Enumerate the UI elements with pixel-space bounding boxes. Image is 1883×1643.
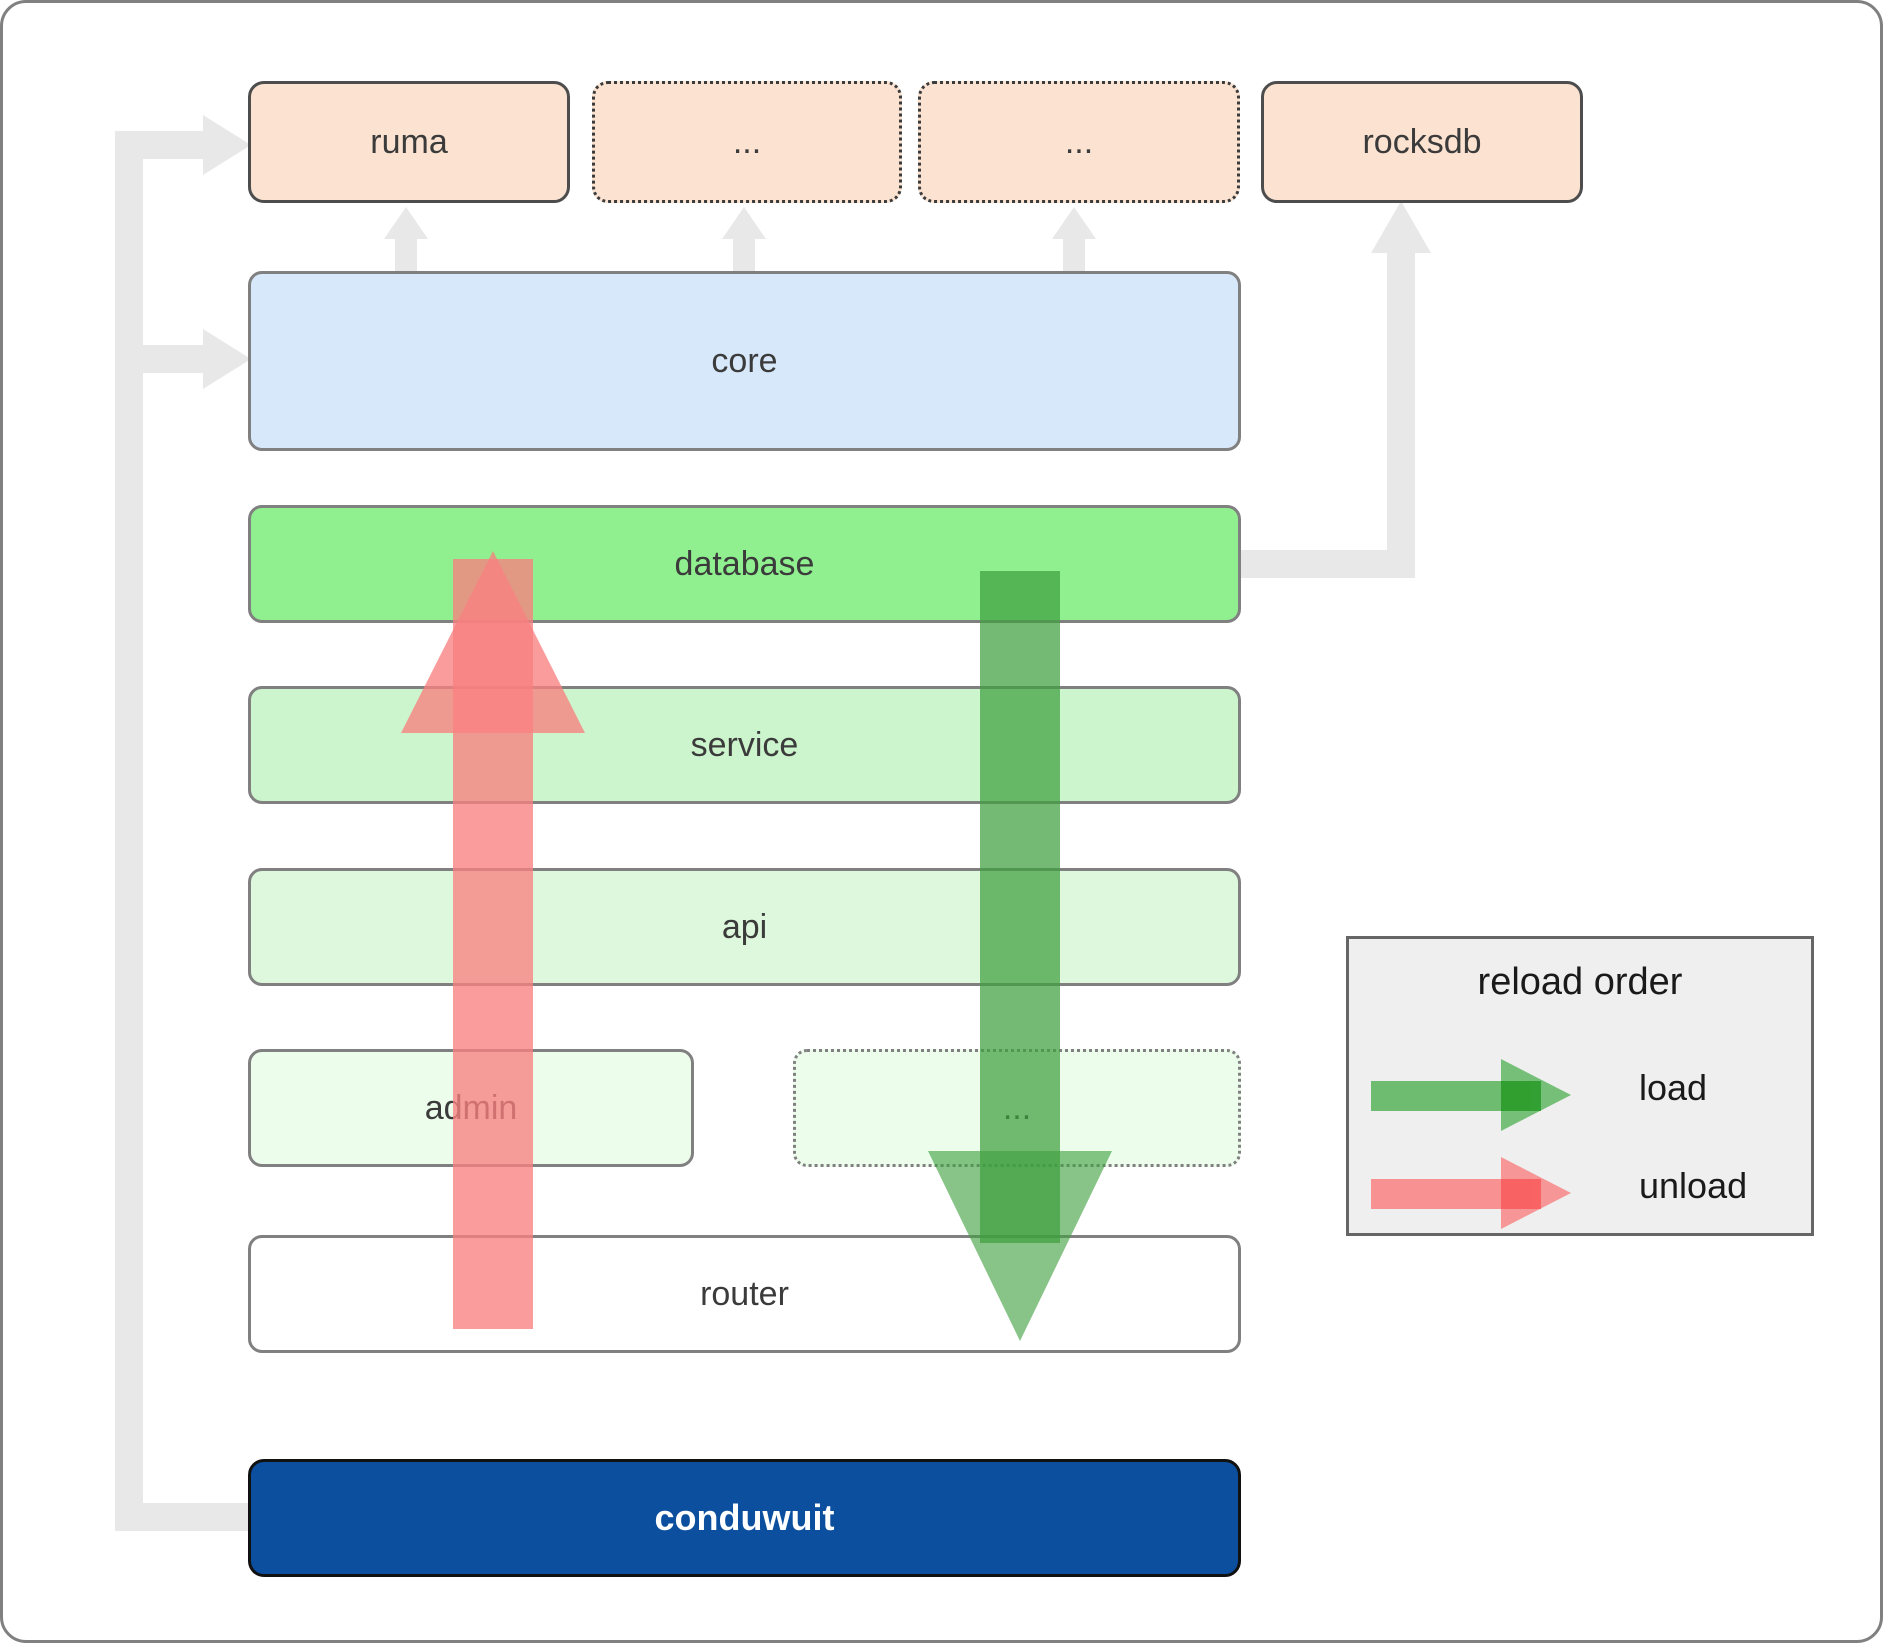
legend-panel: reload order load unload xyxy=(1346,936,1814,1236)
node-dots-2-label: ... xyxy=(1064,122,1094,161)
node-rocksdb[interactable]: rocksdb xyxy=(1261,81,1583,203)
node-ruma[interactable]: ruma xyxy=(248,81,570,203)
node-database-label: database xyxy=(674,544,815,583)
legend-row-load: load xyxy=(1349,1059,1811,1131)
node-dots-3-label: ... xyxy=(1002,1088,1032,1127)
node-conduwuit-label: conduwuit xyxy=(654,1497,835,1538)
node-dots-2[interactable]: ... xyxy=(918,81,1240,203)
node-api[interactable]: api xyxy=(248,868,1241,986)
node-dots-1[interactable]: ... xyxy=(592,81,902,203)
legend-row-unload: unload xyxy=(1349,1157,1811,1229)
node-conduwuit[interactable]: conduwuit xyxy=(248,1459,1241,1577)
connector-layer xyxy=(115,115,1431,1531)
legend-title: reload order xyxy=(1477,961,1683,1003)
node-router-label: router xyxy=(700,1274,789,1313)
node-core-label: core xyxy=(711,341,778,380)
load-arrow-icon xyxy=(1371,1059,1571,1131)
node-admin-label: admin xyxy=(424,1088,518,1127)
legend-label-unload: unload xyxy=(1639,1165,1748,1206)
node-dots-1-label: ... xyxy=(732,122,762,161)
node-api-label: api xyxy=(721,907,768,946)
node-database[interactable]: database xyxy=(248,505,1241,623)
node-admin[interactable]: admin xyxy=(248,1049,694,1167)
unload-arrow-icon xyxy=(1371,1157,1571,1229)
node-core[interactable]: core xyxy=(248,271,1241,451)
node-service-label: service xyxy=(690,725,799,764)
node-service[interactable]: service xyxy=(248,686,1241,804)
legend-label-load: load xyxy=(1639,1067,1708,1108)
node-router[interactable]: router xyxy=(248,1235,1241,1353)
node-ruma-label: ruma xyxy=(370,122,448,161)
node-rocksdb-label: rocksdb xyxy=(1362,122,1482,161)
node-dots-3[interactable]: ... xyxy=(793,1049,1241,1167)
